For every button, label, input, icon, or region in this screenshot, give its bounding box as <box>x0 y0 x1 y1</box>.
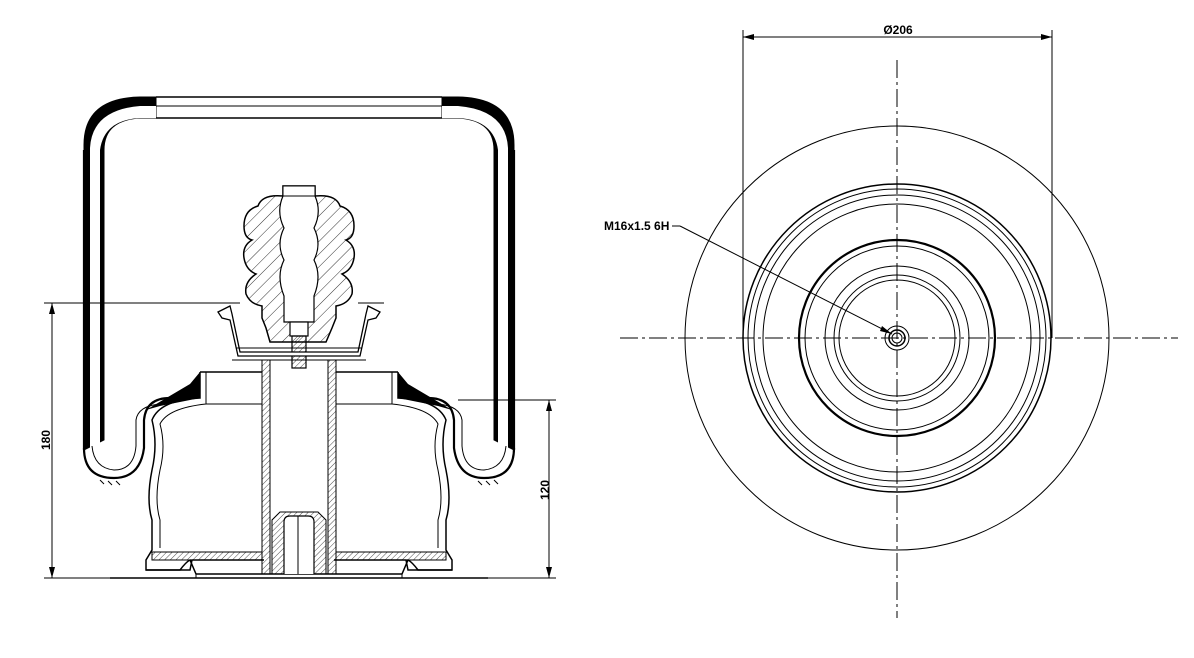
bellows <box>82 96 516 486</box>
thread-label: M16x1.5 6H <box>604 219 669 233</box>
bump-stop <box>242 185 356 369</box>
dimension-120: 120 <box>458 399 556 579</box>
thread-callout: M16x1.5 6H <box>604 219 893 335</box>
dimension-diameter: Ø206 <box>742 23 1053 338</box>
height-total-label: 180 <box>39 430 53 450</box>
dimension-180: 180 <box>39 302 214 579</box>
center-tube <box>261 359 337 575</box>
piston <box>84 371 488 579</box>
side-view: 180 120 <box>39 96 556 579</box>
height-piston-label: 120 <box>538 480 552 500</box>
diameter-label: Ø206 <box>883 23 913 37</box>
top-view: Ø206 M16x1.5 6H <box>604 23 1178 618</box>
bump-plate <box>214 302 384 361</box>
